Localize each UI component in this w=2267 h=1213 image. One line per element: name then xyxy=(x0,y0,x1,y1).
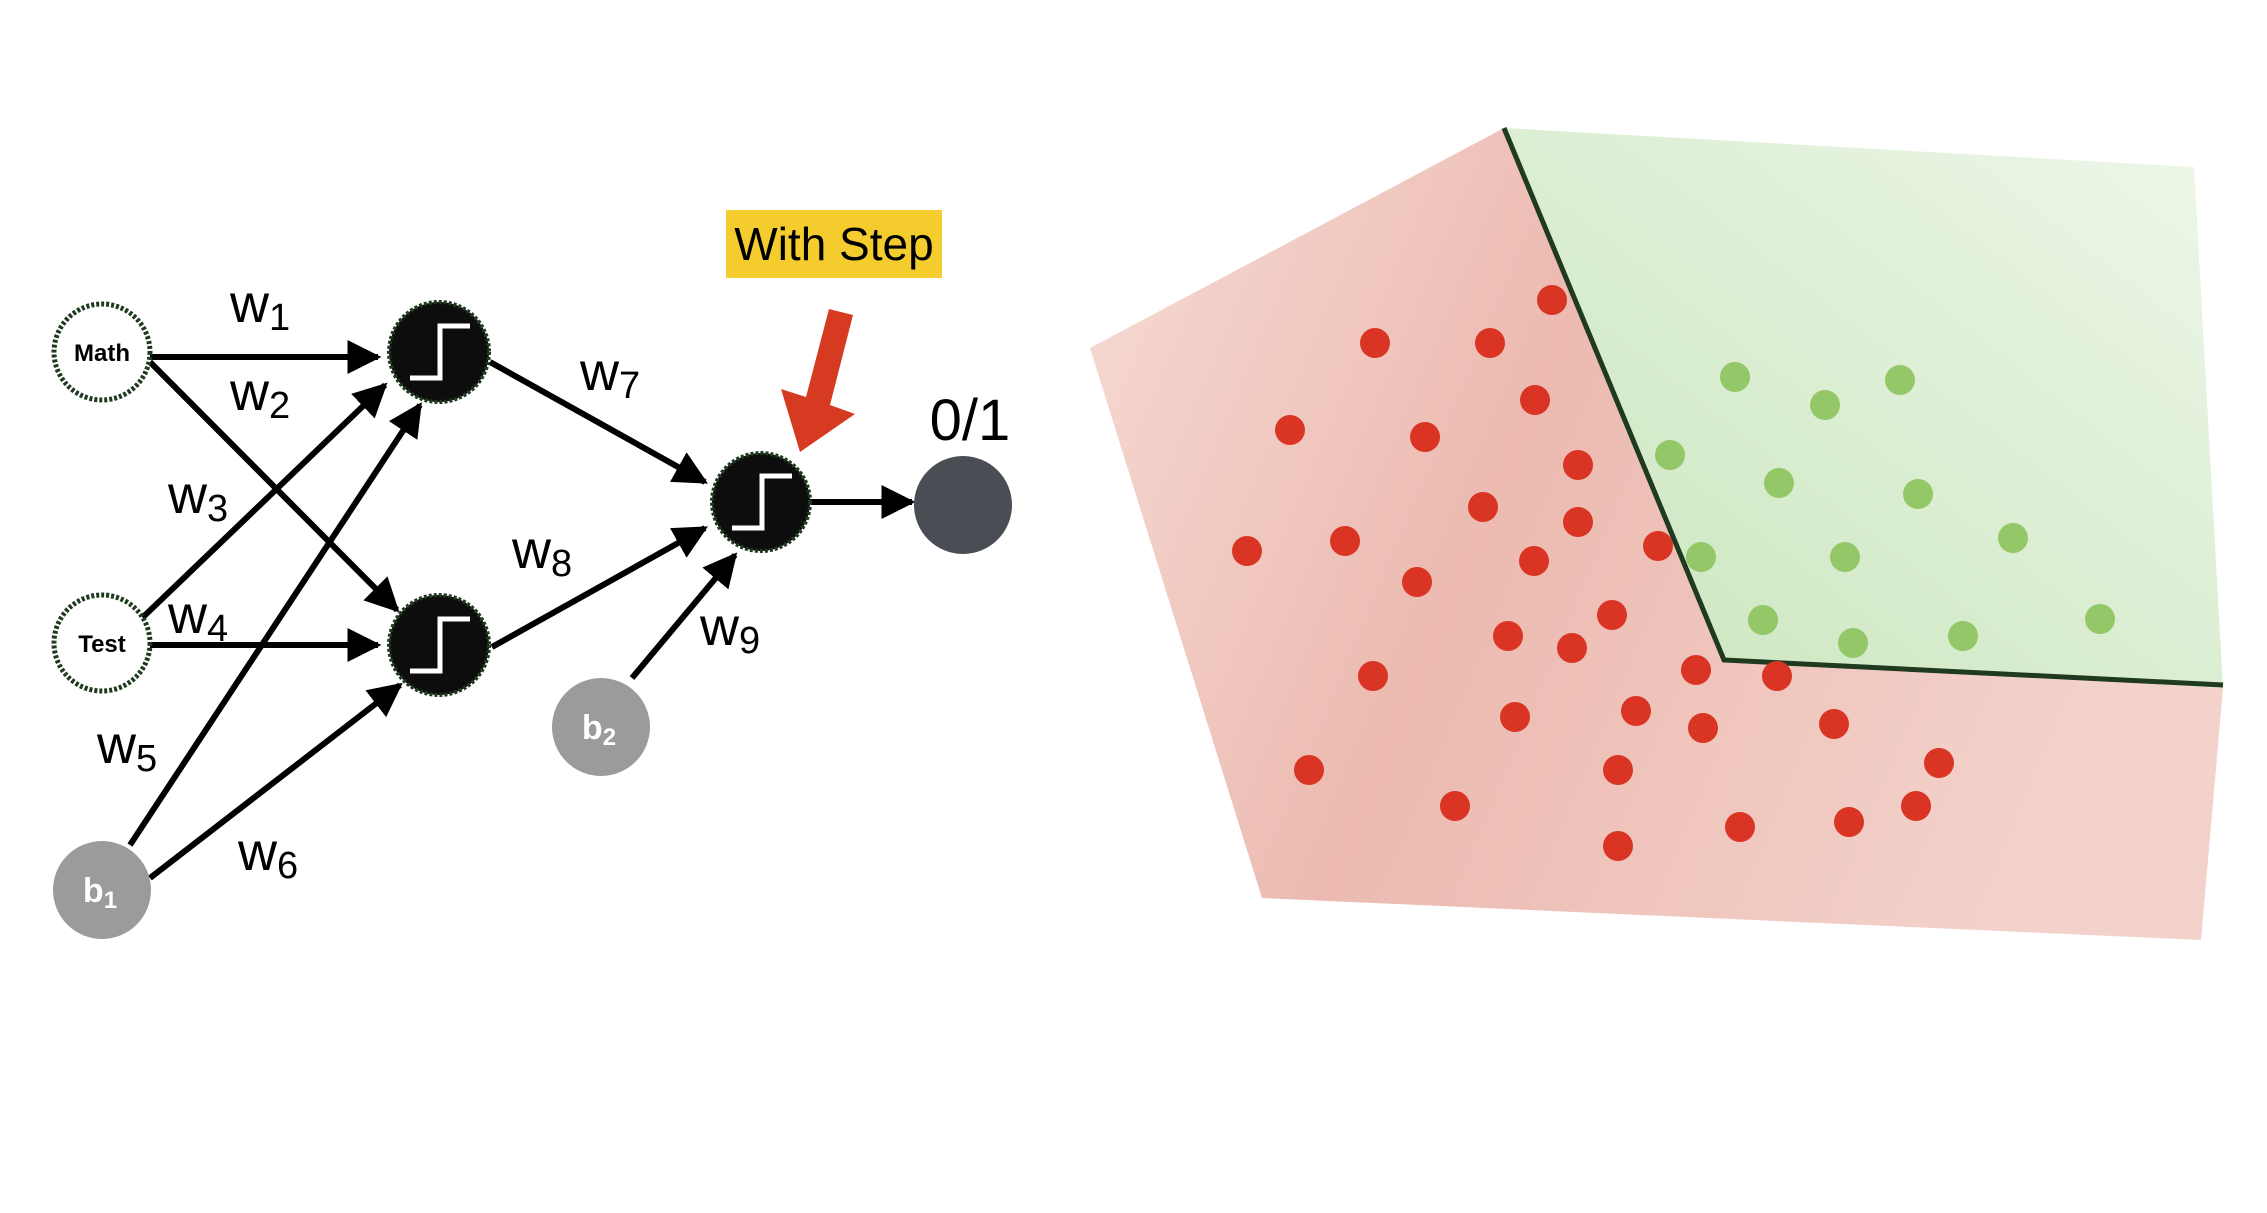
weight-labels: w1 w2 w3 w4 w5 w6 w7 w8 w9 xyxy=(96,274,760,887)
weight-label-w9: w9 xyxy=(699,597,760,662)
red-point-28 xyxy=(1440,791,1470,821)
red-point-5 xyxy=(1275,415,1305,445)
step-function-icon xyxy=(410,616,470,674)
bias-node-b2: b2 xyxy=(552,678,650,776)
red-point-22 xyxy=(1500,702,1530,732)
output-label: 0/1 xyxy=(930,388,1011,453)
green-point-12 xyxy=(1948,621,1978,651)
green-point-9 xyxy=(1998,523,2028,553)
network-edges xyxy=(127,340,916,881)
edge-test-h1 xyxy=(137,382,388,623)
red-point-3 xyxy=(1475,328,1505,358)
red-point-15 xyxy=(1597,600,1627,630)
red-point-17 xyxy=(1557,633,1587,663)
red-point-9 xyxy=(1563,507,1593,537)
red-point-29 xyxy=(1901,791,1931,821)
red-points xyxy=(1232,285,1954,861)
red-point-12 xyxy=(1330,526,1360,556)
red-point-26 xyxy=(1603,755,1633,785)
red-point-13 xyxy=(1519,546,1549,576)
red-point-11 xyxy=(1232,536,1262,566)
weight-label-w7: w7 xyxy=(579,342,640,407)
callout-box xyxy=(726,210,942,278)
edge-b1-h2 xyxy=(148,682,403,881)
red-point-23 xyxy=(1688,713,1718,743)
green-point-13 xyxy=(2085,604,2115,634)
green-point-5 xyxy=(1764,468,1794,498)
step-function-icon xyxy=(410,323,470,381)
bias-label-b2: b2 xyxy=(582,709,616,751)
red-point-19 xyxy=(1762,661,1792,691)
green-region xyxy=(1504,128,2223,688)
red-point-27 xyxy=(1924,748,1954,778)
weight-label-w6: w6 xyxy=(237,822,298,887)
decision-boundary xyxy=(1501,127,2224,688)
green-point-1 xyxy=(1720,362,1750,392)
red-point-31 xyxy=(1725,812,1755,842)
red-point-24 xyxy=(1819,709,1849,739)
green-point-11 xyxy=(1838,628,1868,658)
red-point-7 xyxy=(1563,450,1593,480)
red-point-18 xyxy=(1681,655,1711,685)
red-point-2 xyxy=(1360,328,1390,358)
callout-arrow-icon xyxy=(781,309,855,452)
green-point-2 xyxy=(1810,390,1840,420)
weight-label-w8: w8 xyxy=(511,520,572,585)
red-point-16 xyxy=(1493,621,1523,651)
green-point-6 xyxy=(1903,479,1933,509)
green-point-10 xyxy=(1748,605,1778,635)
input-label-math: Math xyxy=(74,340,130,367)
decision-plot xyxy=(1090,127,2224,940)
weight-label-w2: w2 xyxy=(229,362,290,427)
edge-b2-out xyxy=(629,552,738,680)
bias-label-b1: b1 xyxy=(83,872,117,914)
bias-node-b1: b1 xyxy=(53,841,151,939)
green-points xyxy=(1655,362,2115,658)
output-node xyxy=(914,456,1012,554)
red-point-30 xyxy=(1603,831,1633,861)
weight-label-w4: w4 xyxy=(167,585,228,650)
green-point-4 xyxy=(1655,440,1685,470)
red-point-21 xyxy=(1621,696,1651,726)
hidden-node-2 xyxy=(387,593,491,697)
edge-h2-out xyxy=(490,525,708,650)
weight-label-w1: w1 xyxy=(229,274,290,339)
input-label-test: Test xyxy=(78,631,126,658)
red-point-25 xyxy=(1294,755,1324,785)
green-point-8 xyxy=(1830,542,1860,572)
edge-math-h2 xyxy=(147,359,400,613)
red-point-14 xyxy=(1402,567,1432,597)
red-point-1 xyxy=(1537,285,1567,315)
step-function-icon xyxy=(732,473,792,531)
weight-label-w5: w5 xyxy=(96,715,157,780)
green-point-7 xyxy=(1686,542,1716,572)
callout-label: With Step xyxy=(734,218,933,270)
hidden-node-1 xyxy=(387,300,491,404)
input-node-math: Math xyxy=(51,301,153,403)
red-point-20 xyxy=(1358,661,1388,691)
output-step-node xyxy=(710,451,812,553)
red-point-10 xyxy=(1643,531,1673,561)
green-point-3 xyxy=(1885,365,1915,395)
weight-label-w3: w3 xyxy=(167,465,228,530)
red-point-6 xyxy=(1410,422,1440,452)
input-node-test: Test xyxy=(51,592,153,694)
red-point-8 xyxy=(1468,492,1498,522)
edge-b1-h1 xyxy=(127,402,423,847)
edge-h1-out xyxy=(488,359,708,485)
red-point-4 xyxy=(1520,385,1550,415)
red-point-32 xyxy=(1834,807,1864,837)
